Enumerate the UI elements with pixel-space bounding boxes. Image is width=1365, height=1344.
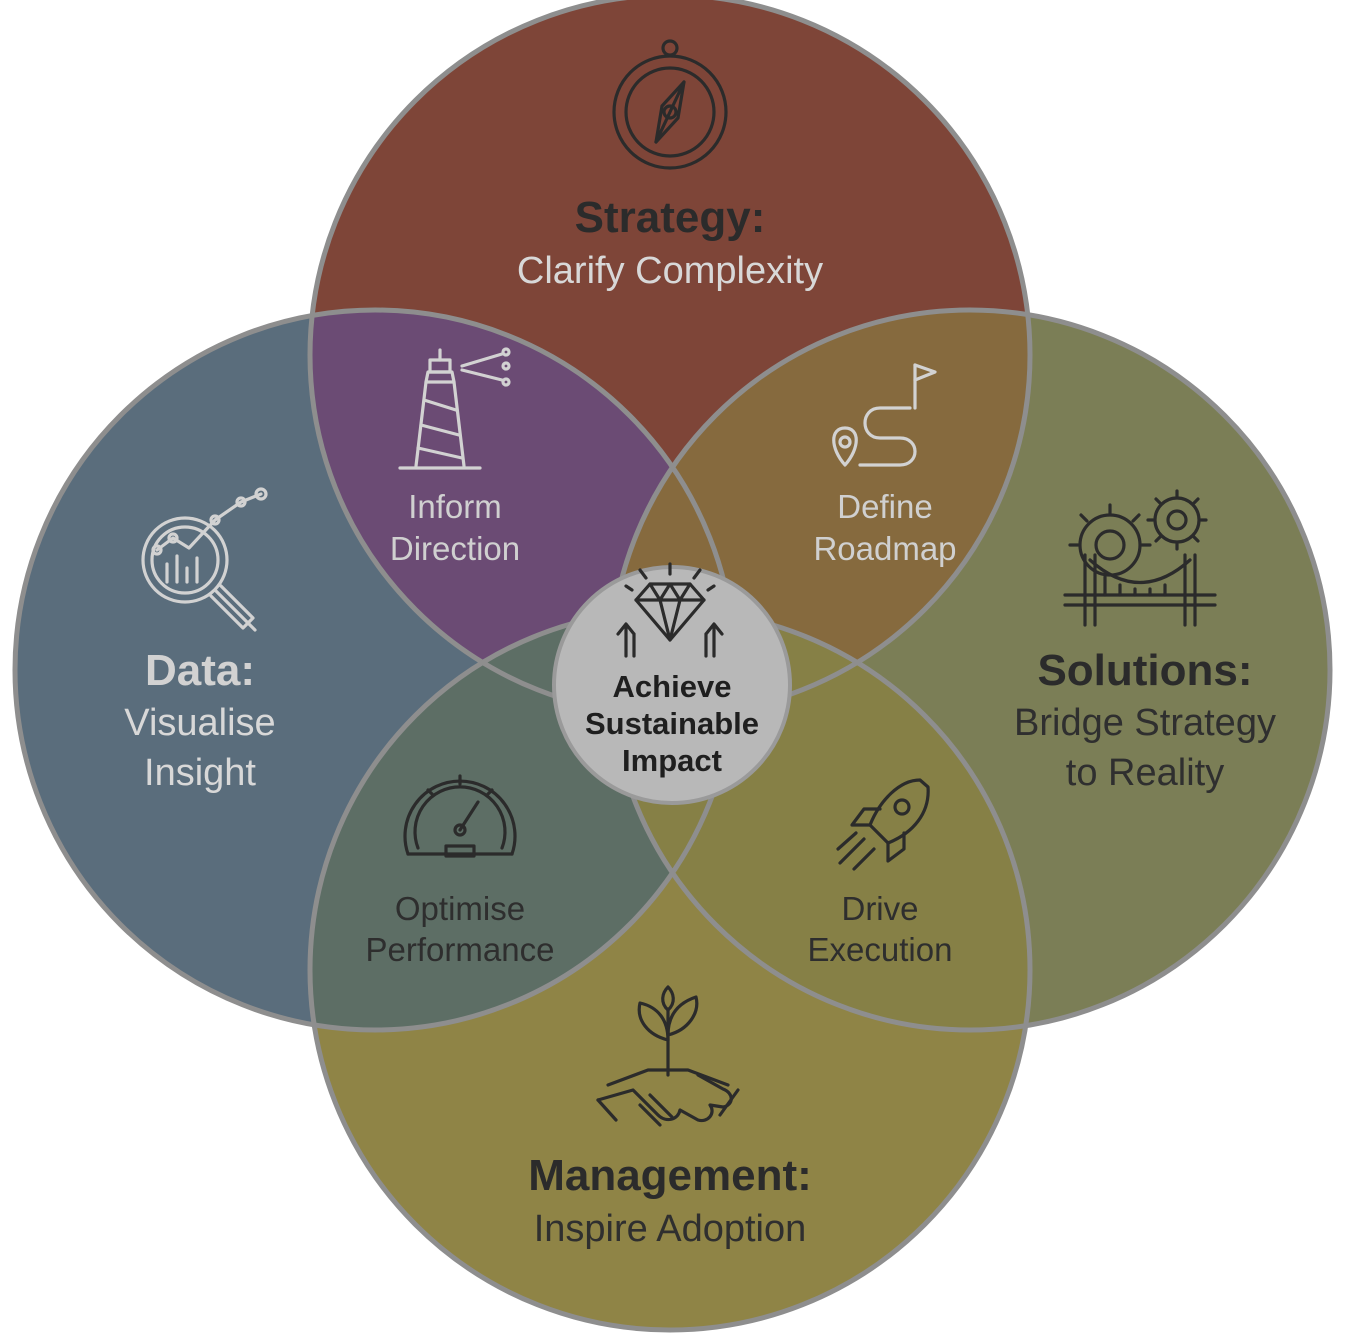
analytics-magnifier-icon <box>141 487 268 632</box>
gears-bridge-icon <box>1063 489 1217 627</box>
center-line3: Impact <box>622 743 722 778</box>
data-title: Data: <box>145 646 255 695</box>
diamond-icon <box>616 562 724 658</box>
strategy-title: Strategy: <box>575 193 766 242</box>
speedometer-icon <box>403 774 517 858</box>
center-line1: Achieve <box>613 669 732 704</box>
inform-direction-line2: Direction <box>390 530 520 567</box>
data-subtitle-line1: Visualise <box>124 702 275 744</box>
optimise-performance-line1: Optimise <box>395 890 525 927</box>
solutions-subtitle-line1: Bridge Strategy <box>1014 702 1276 744</box>
management-subtitle: Inspire Adoption <box>534 1208 807 1250</box>
handshake-sprout-icon <box>596 985 740 1127</box>
center-line2: Sustainable <box>585 706 759 741</box>
data-subtitle-line2: Insight <box>144 752 256 794</box>
route-flag-icon <box>832 363 937 467</box>
strategy-subtitle: Clarify Complexity <box>517 250 823 292</box>
compass-icon <box>612 39 728 170</box>
inform-direction-line1: Inform <box>408 488 502 525</box>
rocket-icon <box>836 778 930 871</box>
define-roadmap-line2: Roadmap <box>813 530 956 567</box>
drive-execution-line1: Drive <box>841 890 918 927</box>
lighthouse-icon <box>398 347 511 470</box>
management-title: Management: <box>528 1151 812 1200</box>
solutions-subtitle-line2: to Reality <box>1066 752 1224 794</box>
optimise-performance-line2: Performance <box>366 931 555 968</box>
drive-execution-line2: Execution <box>808 931 953 968</box>
define-roadmap-line1: Define <box>837 488 932 525</box>
center-circle <box>552 565 792 805</box>
solutions-title: Solutions: <box>1037 646 1252 695</box>
